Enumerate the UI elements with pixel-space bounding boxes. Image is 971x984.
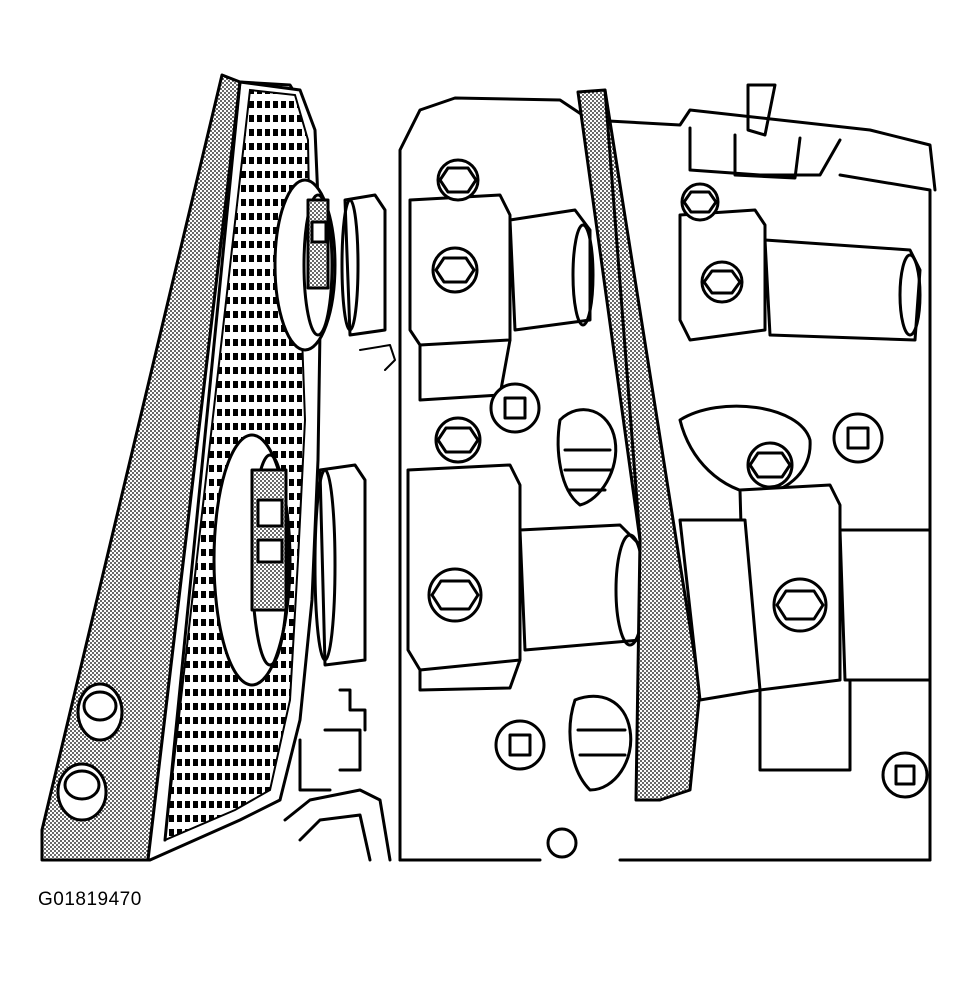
bolt-lower-1-icon: [434, 416, 482, 464]
upper-camshaft-sprocket: [273, 178, 337, 352]
bolt-right-3-icon: [746, 441, 794, 489]
bolt-right-4-icon: [772, 577, 828, 633]
cover-bolt-1-icon: [76, 682, 124, 742]
socket-bolt-2-icon: [494, 719, 546, 771]
belt-cover-bolts: [56, 682, 124, 822]
bolt-right-2-icon: [700, 260, 744, 304]
valve-springs: [556, 404, 812, 792]
bolt-lower-2-icon: [427, 567, 483, 623]
lower-bearing-cap: [406, 382, 646, 771]
socket-bolt-1-icon: [489, 382, 541, 434]
bolt-upper-2-icon: [431, 246, 479, 294]
camshaft-timing-belt-diagram: [40, 73, 937, 862]
camshaft-front-ends: [313, 193, 387, 667]
lower-camshaft-sprocket: [212, 433, 292, 687]
upper-bearing-cap: [408, 158, 595, 402]
socket-bolt-4-icon: [881, 751, 929, 799]
socket-bolt-3-icon: [832, 412, 884, 464]
timing-belt-right: [576, 88, 702, 802]
right-upper-bearing-cap: [678, 182, 922, 342]
right-lower-bearing-cap: [678, 412, 932, 799]
cover-bolt-2-icon: [56, 762, 108, 822]
bolt-right-1-icon: [680, 182, 720, 222]
bolt-upper-1-icon: [436, 158, 480, 202]
figure-id-label: G01819470: [38, 889, 142, 910]
